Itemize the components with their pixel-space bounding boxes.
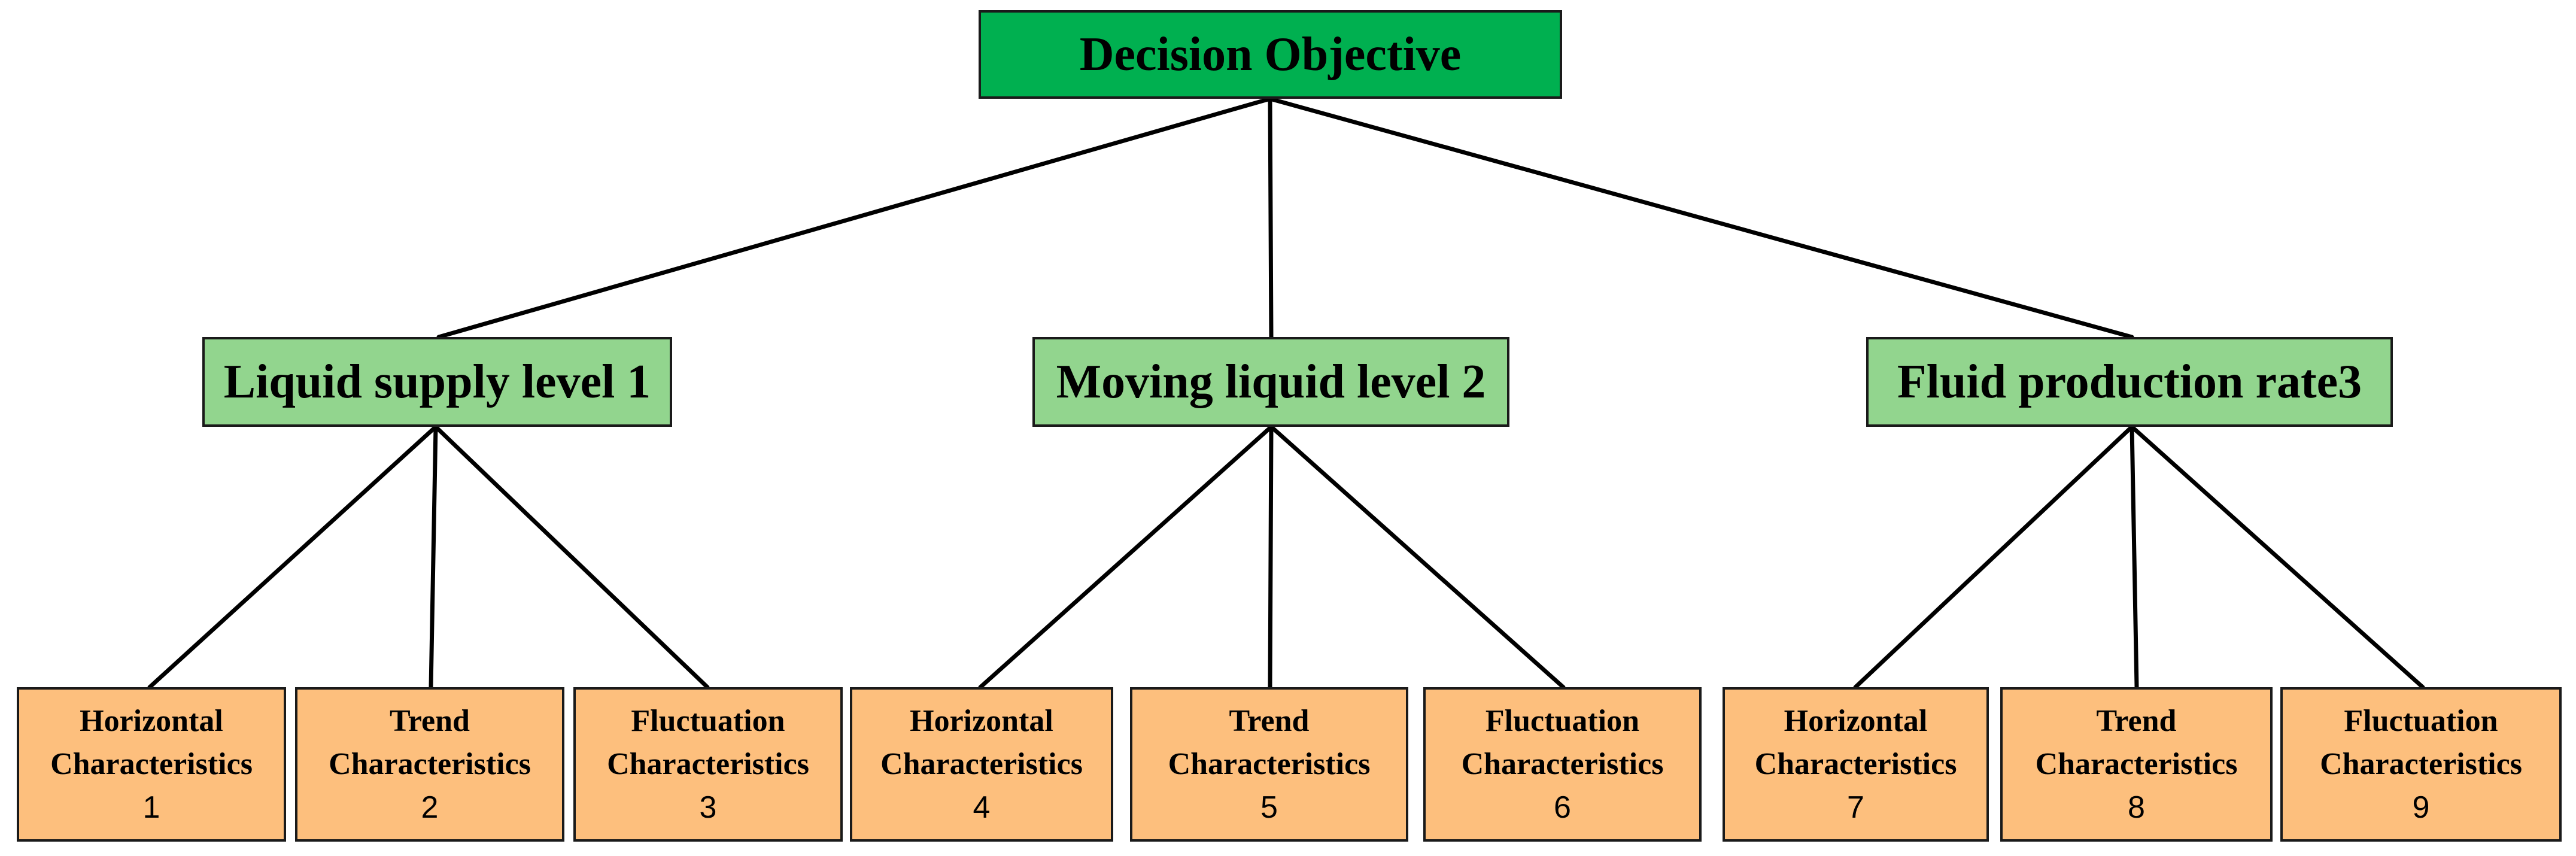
characteristic-subtitle-9: Characteristics bbox=[2320, 747, 2522, 781]
characteristic-subtitle-2: Characteristics bbox=[329, 747, 531, 781]
criterion-node-1: Liquid supply level 1 bbox=[202, 337, 672, 427]
characteristic-number-8: 8 bbox=[2128, 790, 2145, 825]
edge-criterion-2-to-leaf-5 bbox=[1268, 424, 1274, 690]
characteristic-title-1: Horizontal bbox=[80, 704, 223, 738]
characteristic-node-7: Horizontal Characteristics 7 bbox=[1723, 687, 1989, 842]
characteristic-title-2: Trend bbox=[390, 704, 470, 738]
characteristic-number-3: 3 bbox=[699, 790, 717, 825]
characteristic-title-7: Horizontal bbox=[1784, 704, 1928, 738]
characteristic-subtitle-8: Characteristics bbox=[2035, 747, 2238, 781]
edge-criterion-3-to-leaf-9 bbox=[2130, 424, 2425, 690]
characteristic-node-8: Trend Characteristics 8 bbox=[2000, 687, 2273, 842]
edge-criterion-1-to-leaf-2 bbox=[429, 424, 438, 690]
characteristic-number-1: 1 bbox=[142, 790, 160, 825]
characteristic-subtitle-6: Characteristics bbox=[1461, 747, 1664, 781]
edge-root-to-criterion-3 bbox=[1268, 96, 2134, 339]
criterion-label-1: Liquid supply level 1 bbox=[223, 355, 651, 408]
characteristic-title-5: Trend bbox=[1229, 704, 1310, 738]
edge-root-to-criterion-1 bbox=[436, 96, 1272, 339]
characteristic-title-8: Trend bbox=[2096, 704, 2177, 738]
characteristic-number-6: 6 bbox=[1554, 790, 1571, 825]
characteristic-title-9: Fluctuation bbox=[2344, 704, 2498, 738]
edge-criterion-2-to-leaf-6 bbox=[1269, 424, 1566, 690]
decision-objective-label: Decision Objective bbox=[1079, 28, 1462, 81]
characteristic-subtitle-7: Characteristics bbox=[1754, 747, 1957, 781]
characteristic-node-1: Horizontal Characteristics 1 bbox=[17, 687, 286, 842]
characteristic-node-6: Fluctuation Characteristics 6 bbox=[1423, 687, 1702, 842]
characteristic-title-3: Fluctuation bbox=[631, 704, 785, 738]
edge-criterion-3-to-leaf-7 bbox=[1853, 424, 2134, 690]
characteristic-node-4: Horizontal Characteristics 4 bbox=[850, 687, 1113, 842]
characteristic-node-5: Trend Characteristics 5 bbox=[1130, 687, 1408, 842]
characteristic-number-4: 4 bbox=[973, 790, 991, 825]
decision-objective-node: Decision Objective bbox=[979, 10, 1562, 99]
characteristic-subtitle-5: Characteristics bbox=[1168, 747, 1371, 781]
characteristic-title-4: Horizontal bbox=[910, 704, 1053, 738]
characteristic-number-5: 5 bbox=[1260, 790, 1278, 825]
characteristic-title-6: Fluctuation bbox=[1485, 704, 1640, 738]
edge-root-to-criterion-2 bbox=[1268, 96, 1274, 339]
criterion-label-2: Moving liquid level 2 bbox=[1056, 355, 1486, 408]
characteristic-subtitle-3: Characteristics bbox=[607, 747, 809, 781]
characteristic-node-9: Fluctuation Characteristics 9 bbox=[2280, 687, 2562, 842]
characteristic-number-9: 9 bbox=[2412, 790, 2430, 825]
criterion-node-2: Moving liquid level 2 bbox=[1032, 337, 1509, 427]
characteristic-node-2: Trend Characteristics 2 bbox=[295, 687, 564, 842]
criterion-node-3: Fluid production rate3 bbox=[1866, 337, 2393, 427]
edge-criterion-3-to-leaf-8 bbox=[2130, 424, 2139, 690]
characteristic-number-2: 2 bbox=[421, 790, 439, 825]
criterion-label-3: Fluid production rate3 bbox=[1897, 355, 2362, 408]
characteristic-subtitle-1: Characteristics bbox=[50, 747, 253, 781]
edge-criterion-2-to-leaf-4 bbox=[978, 424, 1274, 690]
characteristic-subtitle-4: Characteristics bbox=[880, 747, 1083, 781]
characteristic-number-7: 7 bbox=[1847, 790, 1864, 825]
characteristic-node-3: Fluctuation Characteristics 3 bbox=[573, 687, 843, 842]
edge-criterion-1-to-leaf-3 bbox=[433, 424, 710, 690]
edge-criterion-1-to-leaf-1 bbox=[147, 424, 438, 690]
